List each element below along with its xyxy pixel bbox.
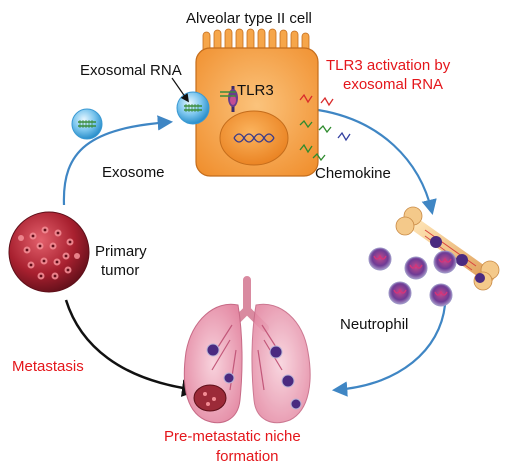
niche-formation-label-line1: Pre-metastatic niche — [164, 428, 301, 445]
tlr3-receptor-icon — [220, 86, 238, 112]
neutrophil-cell — [433, 250, 457, 274]
arrow-neutrophil-to-lung — [331, 304, 447, 397]
chemokine-molecules — [312, 96, 351, 162]
arrow-cell-to-bone — [317, 108, 437, 216]
exosomal-rna-pointer — [171, 77, 189, 103]
neutrophil-cluster — [368, 247, 457, 307]
exosomal-rna-label: Exosomal RNA — [80, 62, 182, 79]
alveolar-cell — [195, 28, 319, 177]
neutrophil-cell — [404, 256, 428, 280]
tlr3-activation-label-line2: exosomal RNA — [343, 76, 444, 93]
lung-tumor — [193, 384, 227, 412]
primary-tumor-label-line1: Primary — [95, 243, 147, 260]
right-lung — [251, 303, 311, 424]
neutrophil-label: Neutrophil — [340, 316, 409, 333]
arrow-tumor-to-exosome — [62, 115, 174, 206]
neutrophil-cell — [368, 247, 392, 271]
neutrophil-cell — [388, 281, 412, 305]
lungs-icon — [183, 276, 311, 424]
exosome-at-cell — [176, 91, 210, 125]
bone-icon — [395, 206, 500, 291]
arrow-metastasis — [64, 299, 200, 397]
tlr3-label: TLR3 — [237, 82, 274, 99]
primary-tumor-label-line2: tumor — [101, 262, 140, 279]
neutrophil-cell — [429, 283, 453, 307]
tlr3-activation-label-line1: TLR3 activation by — [326, 57, 451, 74]
dna-icon — [233, 133, 275, 143]
chemokine-label: Chemokine — [315, 165, 391, 182]
primary-tumor — [8, 211, 90, 293]
free-exosome — [71, 108, 103, 140]
niche-formation-label-line2: formation — [216, 448, 279, 465]
alveolar-cell-label: Alveolar type II cell — [186, 10, 312, 27]
exosome-label: Exosome — [102, 164, 165, 181]
metastasis-label: Metastasis — [12, 358, 84, 375]
